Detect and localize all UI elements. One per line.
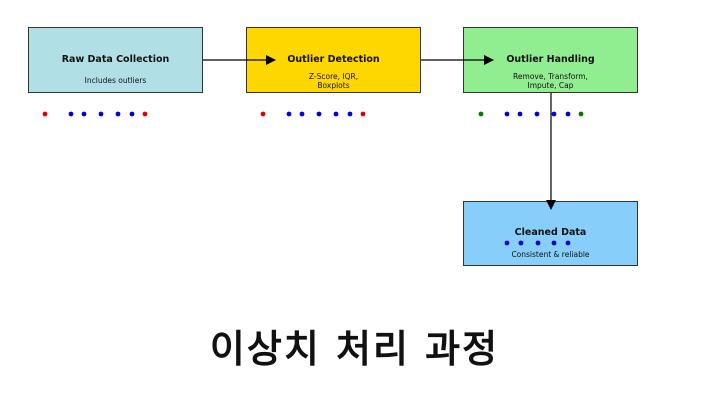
data-point-handle-0 <box>478 111 484 117</box>
cleaned-data-subtitle: Consistent & reliable <box>511 250 590 259</box>
outlier-handling-box: Outlier Handling Remove, Transform, Impu… <box>463 27 638 93</box>
diagram-title: 이상치 처리 과정 <box>209 327 500 371</box>
data-point-detect-5 <box>347 111 353 117</box>
data-point-handle-3 <box>534 111 540 117</box>
data-point-handle-1 <box>504 111 510 117</box>
data-point-raw-0 <box>42 111 48 117</box>
data-point-clean-1 <box>518 240 524 246</box>
data-point-clean-0 <box>504 240 510 246</box>
data-point-detect-6 <box>360 111 366 117</box>
data-point-handle-4 <box>551 111 557 117</box>
data-point-raw-4 <box>115 111 121 117</box>
data-point-raw-3 <box>98 111 104 117</box>
data-point-handle-6 <box>578 111 584 117</box>
cleaned-data-title: Cleaned Data <box>514 227 587 238</box>
data-point-detect-3 <box>316 111 322 117</box>
data-point-raw-1 <box>68 111 74 117</box>
data-point-detect-2 <box>299 111 305 117</box>
data-point-raw-5 <box>129 111 135 117</box>
data-point-raw-2 <box>81 111 87 117</box>
data-point-handle-2 <box>517 111 523 117</box>
raw-data-subtitle: Includes outliers <box>84 76 147 85</box>
data-point-detect-1 <box>286 111 292 117</box>
outlier-handling-title: Outlier Handling <box>506 54 595 65</box>
data-point-handle-5 <box>565 111 571 117</box>
data-point-clean-4 <box>565 240 571 246</box>
outlier-handling-subtitle: Remove, Transform, Impute, Cap <box>513 72 588 90</box>
outlier-detection-subtitle: Z-Score, IQR, Boxplots <box>308 72 359 90</box>
data-point-detect-0 <box>260 111 266 117</box>
data-point-clean-3 <box>551 240 557 246</box>
outlier-detection-title: Outlier Detection <box>287 54 380 65</box>
raw-data-collection-box: Raw Data Collection Includes outliers <box>28 27 203 93</box>
raw-data-title: Raw Data Collection <box>61 54 170 65</box>
data-point-detect-4 <box>333 111 339 117</box>
data-point-raw-6 <box>142 111 148 117</box>
data-point-clean-2 <box>535 240 541 246</box>
